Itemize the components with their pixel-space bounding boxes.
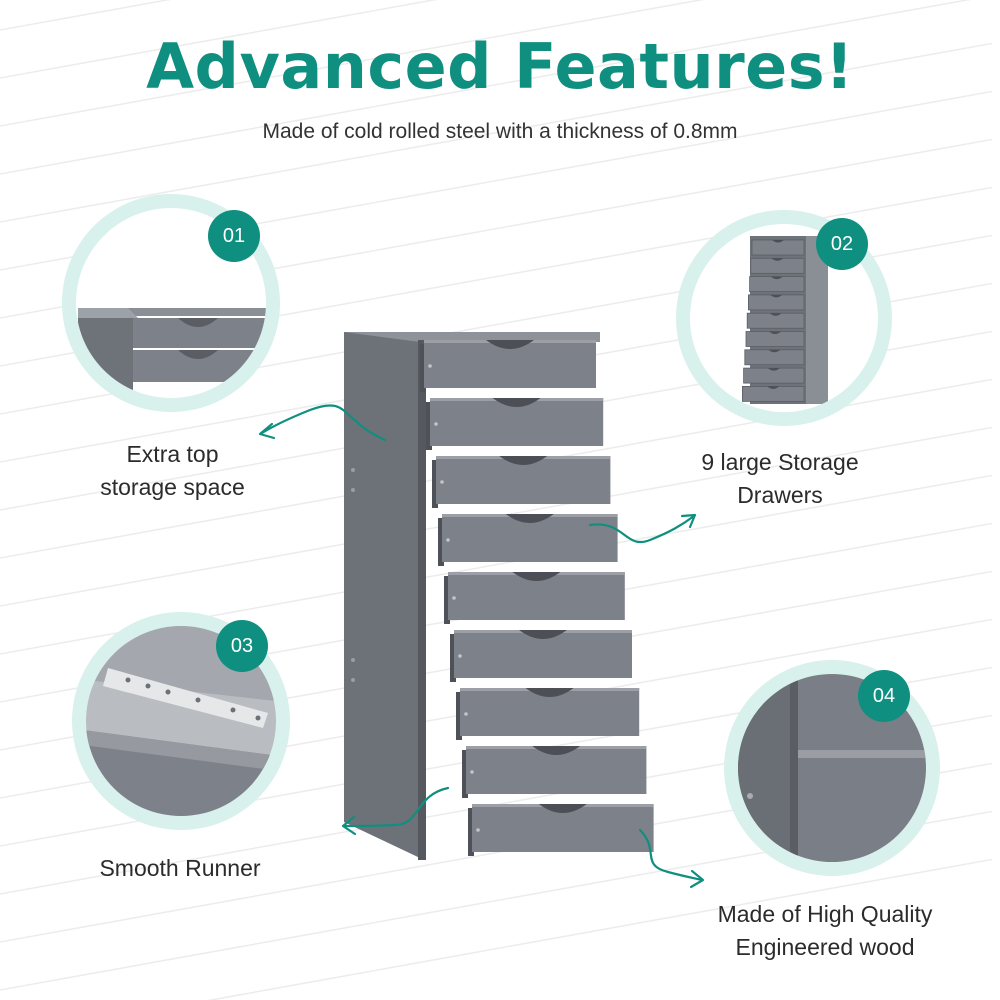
feature-03-caption: Smooth Runner [99, 855, 261, 881]
feature-04-caption: Made of High Quality Engineered wood [717, 901, 933, 960]
feature-04-badge: 04 [858, 670, 910, 722]
drawer [456, 688, 640, 740]
drawer [420, 340, 596, 392]
arrow-icon [341, 786, 450, 836]
mini-drawer [744, 349, 805, 366]
drawer [426, 398, 604, 450]
page-subtitle: Made of cold rolled steel with a thickne… [262, 120, 738, 143]
drawer [438, 514, 618, 566]
arrow-icon [258, 404, 387, 442]
page-title: Advanced Features! [146, 30, 854, 103]
mini-drawer [750, 257, 805, 274]
feature-02-caption: 9 large Storage Drawers [701, 449, 859, 508]
feature-01-badge: 01 [208, 210, 260, 262]
feature-01-caption: Extra top storage space [100, 441, 245, 500]
feature-02-badge: 02 [816, 218, 868, 270]
arrow-icon [638, 828, 705, 889]
mini-drawer [748, 294, 805, 311]
drawer [468, 804, 654, 856]
drawer [462, 746, 647, 798]
drawer [450, 630, 632, 682]
arrow-icon [588, 513, 697, 543]
drawer [432, 456, 611, 508]
drawer [444, 572, 625, 624]
feature-03-badge: 03 [216, 620, 268, 672]
